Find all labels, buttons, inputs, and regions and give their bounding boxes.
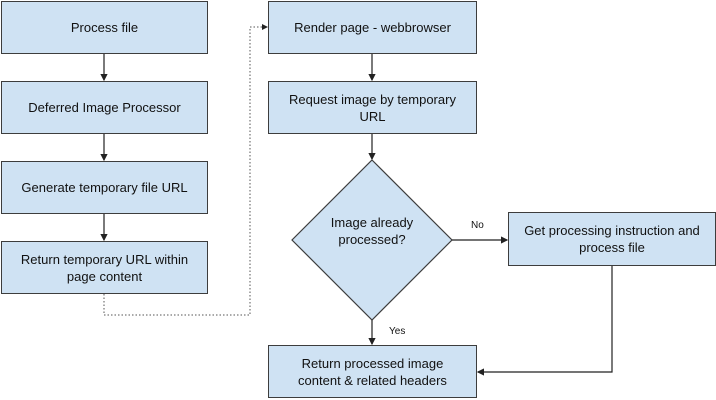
node-process-file: Process file — [1, 1, 208, 54]
decision-label: Image already processed? — [330, 215, 414, 247]
node-return-temporary-url: Return temporary URL within page content — [1, 241, 208, 294]
node-deferred-image-processor: Deferred Image Processor — [1, 81, 208, 134]
edge-processing-to-return — [476, 266, 613, 376]
node-generate-temporary-url: Generate temporary file URL — [1, 161, 208, 214]
node-render-page: Render page - webbrowser — [268, 1, 477, 54]
node-get-processing-instruction: Get processing instruction and process f… — [508, 212, 716, 266]
node-request-image: Request image by temporary URL — [268, 81, 477, 134]
edge-label-yes: Yes — [389, 326, 406, 337]
edge-return-to-render-dotted — [103, 24, 268, 316]
node-return-processed-image: Return processed image content & related… — [268, 345, 477, 398]
edge-label-no: No — [471, 220, 484, 231]
